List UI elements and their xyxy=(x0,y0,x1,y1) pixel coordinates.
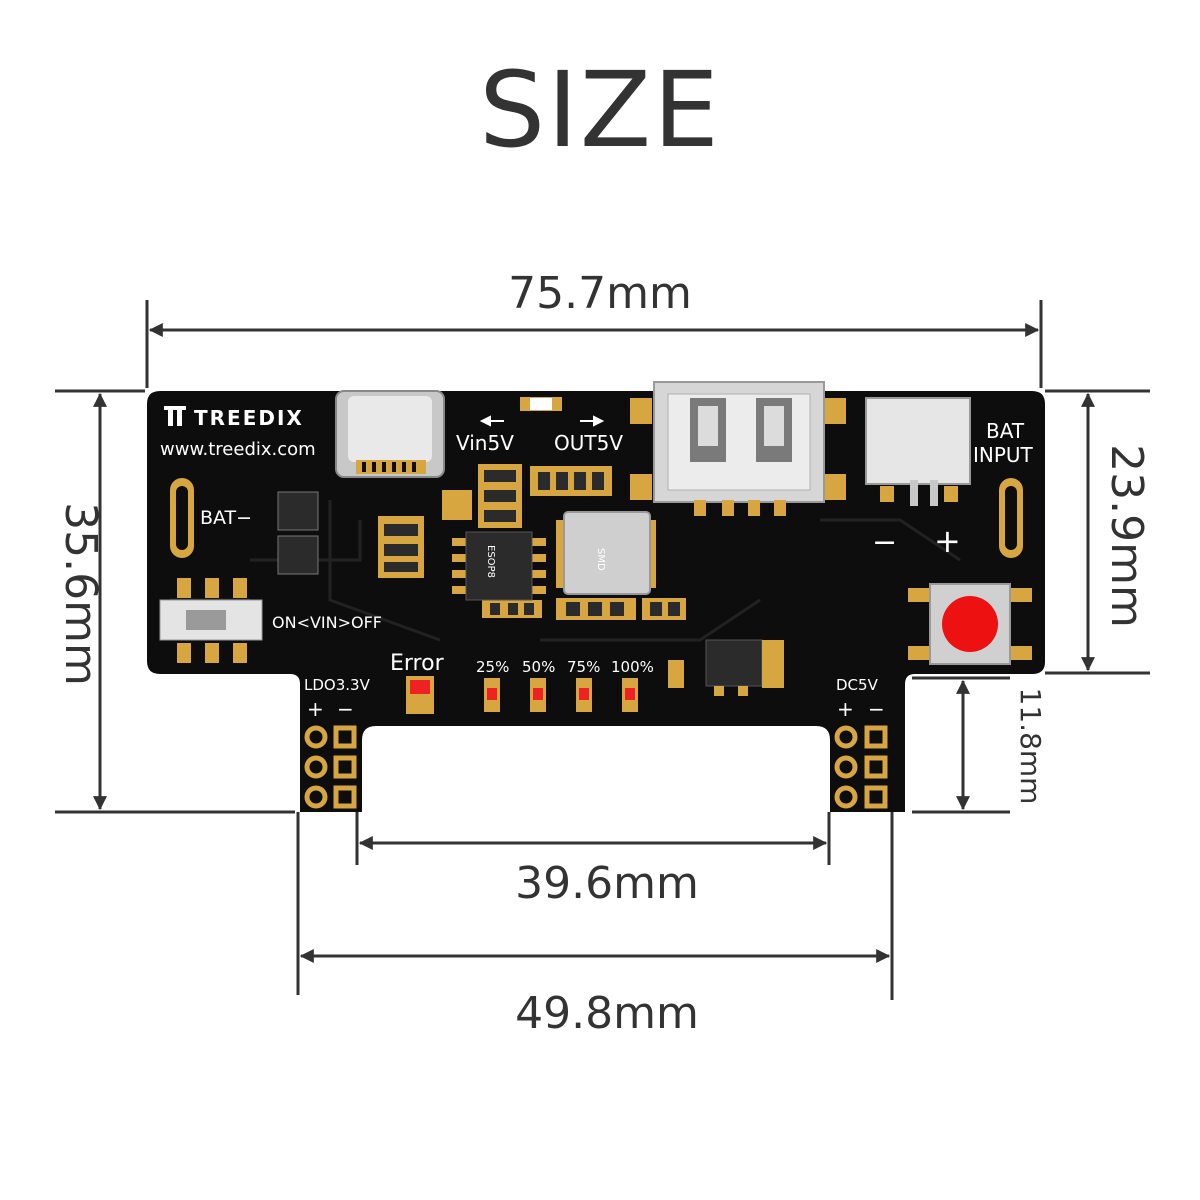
error-label: Error xyxy=(390,651,445,676)
usb-a-port xyxy=(630,381,846,516)
smd-bodies xyxy=(384,470,680,616)
ldo-minus: − xyxy=(337,697,354,721)
vin-label: Vin5V xyxy=(456,431,514,455)
indicator-leds xyxy=(410,678,638,712)
left-chips xyxy=(277,491,319,575)
pct-100-label: 100% xyxy=(611,658,654,676)
bat-connector xyxy=(865,397,971,506)
board-brand: TREEDIX xyxy=(194,406,304,430)
inductor-label: SMD xyxy=(595,548,606,571)
plus-sign: + xyxy=(934,522,961,560)
button-red-cap xyxy=(942,596,998,652)
out-label: OUT5V xyxy=(554,431,623,455)
bat-minus-label: BAT− xyxy=(200,507,252,529)
width-label: 75.7mm xyxy=(508,268,692,319)
inductor: SMD xyxy=(556,511,656,595)
direction-arrows xyxy=(479,415,605,427)
pcb-traces xyxy=(170,500,961,642)
board-website: www.treedix.com xyxy=(160,439,316,460)
total-height-label: 35.6mm xyxy=(55,502,106,686)
usb-c-port xyxy=(335,390,445,478)
dc-header: + − xyxy=(834,697,888,809)
pct-25-label: 25% xyxy=(476,658,509,676)
pin-height-label: 11.8mm xyxy=(1014,687,1047,805)
dc-plus: + xyxy=(837,697,854,721)
board-height-label: 23.9mm xyxy=(1101,444,1152,628)
page-title: SIZE xyxy=(479,49,721,171)
dc-label: DC5V xyxy=(836,676,879,694)
gap-label: 39.6mm xyxy=(515,858,699,909)
span-label: 49.8mm xyxy=(515,988,699,1039)
switch-label: ON<VIN>OFF xyxy=(272,613,382,632)
push-button xyxy=(908,583,1032,665)
dimension-lines xyxy=(55,300,1150,1000)
bat-input-label-2: INPUT xyxy=(973,443,1034,467)
pct-50-label: 50% xyxy=(522,658,555,676)
esop8-chip: ESOP8 xyxy=(452,531,546,601)
slide-switch xyxy=(159,578,263,663)
treedix-logo-icon xyxy=(164,406,186,426)
pct-75-label: 75% xyxy=(567,658,600,676)
ldo-header: + − xyxy=(304,697,357,809)
ldo-label: LDO3.3V xyxy=(304,676,371,694)
minus-sign: − xyxy=(872,525,897,560)
regulator xyxy=(705,639,784,696)
ldo-plus: + xyxy=(307,697,324,721)
dc-minus: − xyxy=(868,697,885,721)
bat-input-label-1: BAT xyxy=(986,419,1025,443)
chip-label: ESOP8 xyxy=(485,545,496,578)
